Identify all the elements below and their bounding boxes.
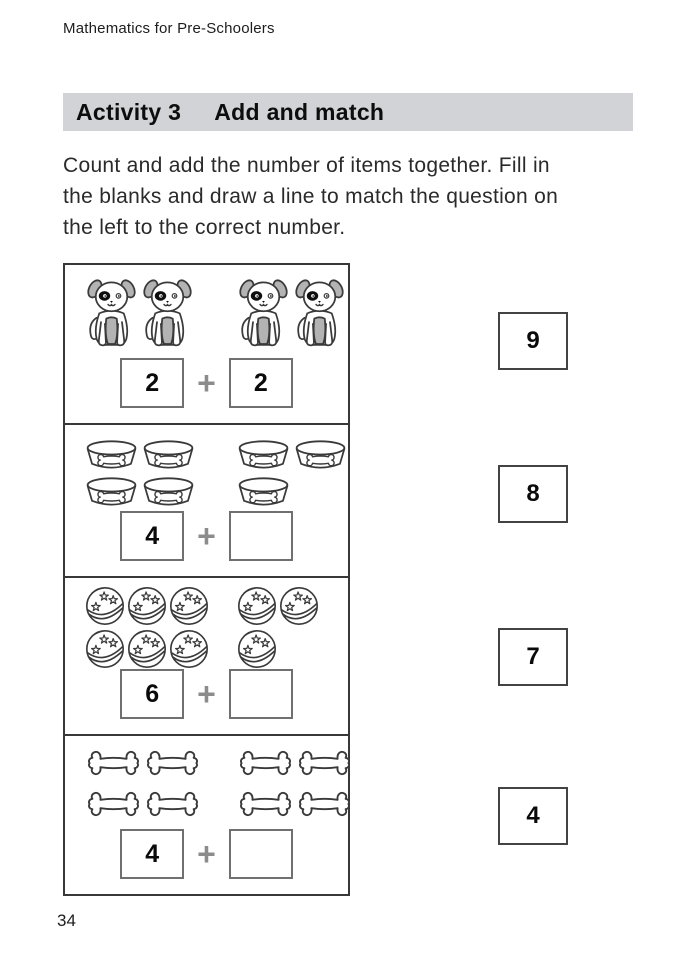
dog-icon [293, 274, 346, 351]
worksheet-row-dogs: 2 +2 [65, 265, 348, 425]
bone-icon [144, 748, 201, 778]
instructions-text: Count and add the number of items togeth… [63, 154, 559, 239]
dog-icon [141, 274, 194, 351]
ball-icon [279, 586, 319, 626]
left-addend-group [85, 274, 219, 351]
bowl-icon [142, 439, 195, 471]
icon-line [237, 748, 371, 778]
left-addend-group [85, 586, 219, 669]
icon-line [237, 629, 371, 669]
plus-sign: + [197, 836, 216, 872]
bone-icon [237, 789, 294, 819]
right-addend-group [237, 586, 371, 669]
worksheet-row-bones: 4+ [65, 736, 348, 894]
icon-line [85, 629, 219, 669]
icon-line [85, 748, 219, 778]
answer-box[interactable]: 7 [498, 628, 568, 686]
answer-box[interactable]: 9 [498, 312, 568, 370]
answer-box[interactable]: 8 [498, 465, 568, 523]
item-groups [85, 439, 389, 508]
right-addend-input[interactable] [228, 829, 293, 879]
equation: 4+ [65, 829, 348, 879]
icon-line [85, 476, 219, 508]
right-addend-input[interactable] [228, 511, 293, 561]
right-addend-group [237, 748, 371, 819]
ball-icon [85, 629, 125, 669]
bowl-icon [142, 476, 195, 508]
worksheet-row-bowls: 4+ [65, 425, 348, 578]
ball-icon [127, 586, 167, 626]
icon-line [237, 476, 371, 508]
right-addend-input[interactable]: 2 [228, 358, 293, 408]
ball-icon [85, 586, 125, 626]
item-groups [85, 586, 389, 669]
right-addend-input[interactable] [228, 669, 293, 719]
activity-label: Activity 3 [76, 98, 182, 125]
equation: 6+ [65, 669, 348, 719]
icon-line [237, 586, 371, 626]
icon-line [85, 789, 219, 819]
left-addend-group [85, 439, 219, 508]
bowl-icon [85, 439, 138, 471]
left-addend-input[interactable]: 6 [120, 669, 185, 719]
icon-line [237, 789, 371, 819]
bowl-icon [237, 476, 290, 508]
book-title: Mathematics for Pre-Schoolers [63, 20, 275, 37]
ball-icon [169, 586, 209, 626]
worksheet-row-balls: 6+ [65, 578, 348, 736]
ball-icon [237, 629, 277, 669]
bone-icon [85, 748, 142, 778]
bone-icon [237, 748, 294, 778]
left-addend-input[interactable]: 4 [120, 829, 185, 879]
ball-icon [169, 629, 209, 669]
ball-icon [237, 586, 277, 626]
bowl-icon [85, 476, 138, 508]
dog-icon [85, 274, 138, 351]
left-addend-group [85, 748, 219, 819]
bowl-icon [237, 439, 290, 471]
icon-line [237, 439, 371, 471]
icon-line [85, 439, 219, 471]
answer-column: 9 8 7 4 [498, 0, 568, 958]
bone-icon [296, 748, 353, 778]
plus-sign: + [197, 365, 216, 401]
icon-line [237, 274, 371, 351]
bowl-icon [294, 439, 347, 471]
ball-icon [127, 629, 167, 669]
left-addend-input[interactable]: 2 [120, 358, 185, 408]
right-addend-group [237, 274, 371, 351]
item-groups [85, 274, 389, 351]
bone-icon [85, 789, 142, 819]
dog-icon [237, 274, 290, 351]
bone-icon [144, 789, 201, 819]
bone-icon [296, 789, 353, 819]
plus-sign: + [197, 518, 216, 554]
answer-box[interactable]: 4 [498, 787, 568, 845]
equation: 4+ [65, 511, 348, 561]
activity-title-bar: Activity 3 Add and match [63, 93, 633, 131]
left-addend-input[interactable]: 4 [120, 511, 185, 561]
plus-sign: + [197, 676, 216, 712]
icon-line [85, 586, 219, 626]
item-groups [85, 748, 389, 819]
right-addend-group [237, 439, 371, 508]
activity-title: Add and match [214, 98, 385, 125]
icon-line [85, 274, 219, 351]
equation: 2 +2 [65, 358, 348, 408]
page-number: 34 [57, 911, 76, 930]
